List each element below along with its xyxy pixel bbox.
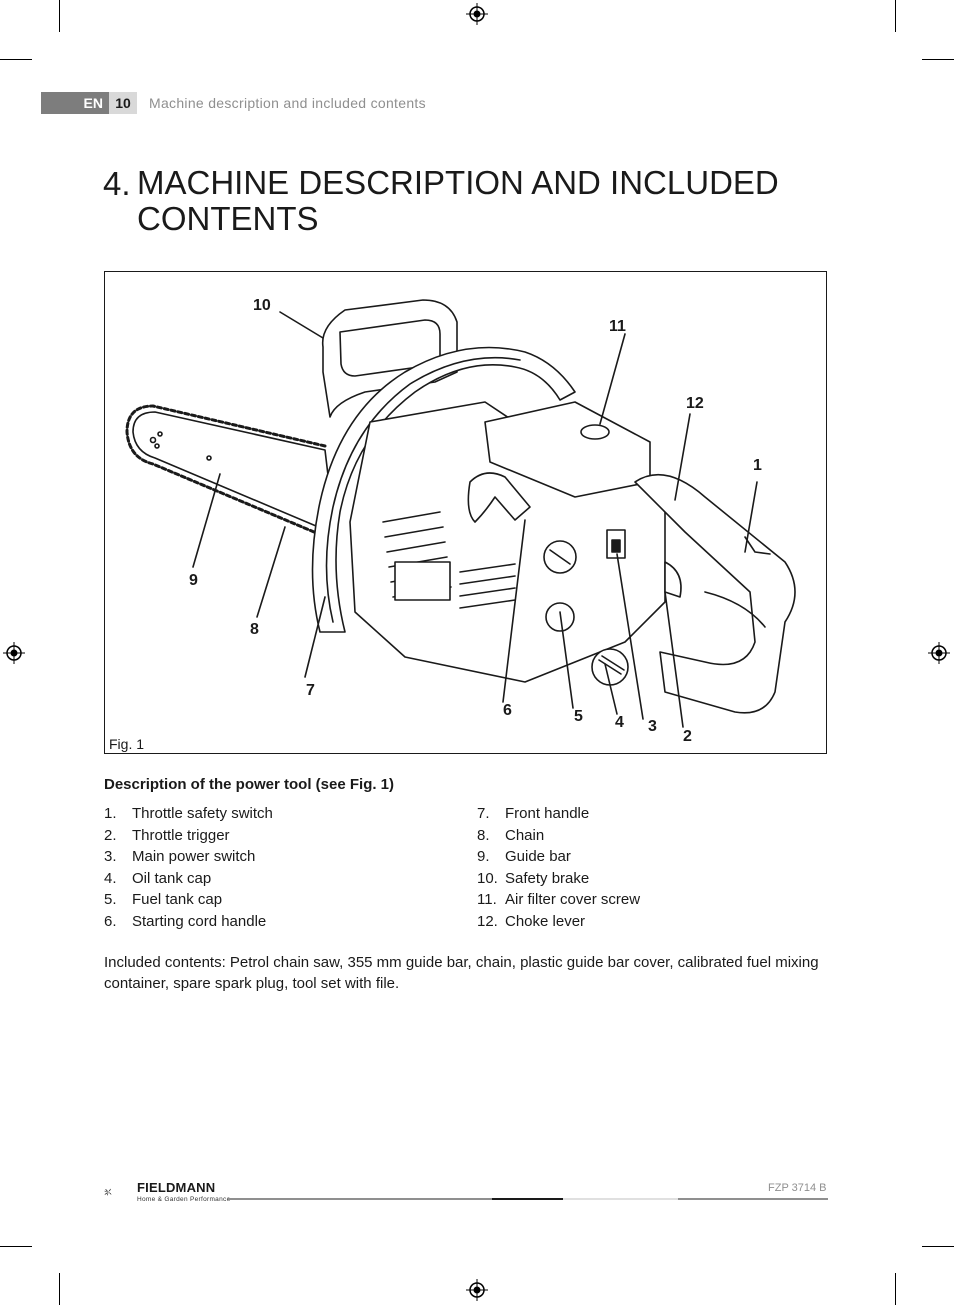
footer-rule [228, 1198, 492, 1200]
registration-mark-icon [466, 3, 488, 25]
description-heading: Description of the power tool (see Fig. … [104, 776, 395, 793]
list-item: 9.Guide bar [477, 848, 571, 865]
list-item: 12.Choke lever [477, 912, 586, 930]
callout-10: 10 [253, 297, 271, 314]
callout-8: 8 [250, 621, 259, 638]
registration-mark-icon [466, 1279, 488, 1301]
list-item: 3.Main power switch [104, 848, 256, 865]
list-item: 11.Air filter cover screw [477, 891, 641, 908]
list-item: 8.Chain [477, 826, 545, 844]
page-number: 10 [109, 92, 137, 114]
running-header-title: Machine description and included content… [149, 95, 426, 111]
figure-1: 10 11 12 1 9 8 7 6 5 4 3 2 Fig. 1 [104, 271, 827, 754]
figure-caption: Fig. 1 [109, 736, 145, 752]
page-title: MACHINE DESCRIPTION AND INCLUDED CONTENT… [137, 164, 779, 237]
callout-11: 11 [609, 318, 626, 335]
fieldmann-logo-icon [104, 1188, 112, 1196]
language-tab: EN [41, 92, 109, 114]
crop-mark [59, 0, 60, 32]
brand-name: FIELDMANN [137, 1180, 216, 1195]
list-item: 6.Starting cord handle [104, 912, 267, 930]
list-item: 5.Fuel tank cap [104, 891, 223, 908]
crop-mark [0, 1246, 32, 1247]
callout-1: 1 [753, 457, 762, 474]
registration-mark-icon [928, 642, 950, 664]
callout-6: 6 [503, 702, 512, 719]
crop-mark [895, 1273, 896, 1305]
callout-4: 4 [615, 714, 624, 731]
list-item: 7.Front handle [477, 805, 590, 822]
included-contents: Included contents: Petrol chain saw, 355… [104, 954, 819, 992]
callout-9: 9 [189, 572, 198, 589]
callout-3: 3 [648, 718, 657, 735]
list-item: 10.Safety brake [477, 869, 590, 887]
footer-rule [678, 1198, 828, 1200]
crop-mark [922, 59, 954, 60]
model-number: FZP 3714 B [768, 1182, 827, 1194]
callout-5: 5 [574, 708, 583, 725]
parts-list-right: 7.Front handle 8.Chain 9.Guide bar 10.Sa… [477, 803, 640, 932]
footer-rule [563, 1198, 678, 1200]
chainsaw-illustration [125, 299, 796, 728]
list-item: 4.Oil tank cap [104, 869, 212, 887]
registration-mark-icon [3, 642, 25, 664]
parts-list-left: 1.Throttle safety switch 2.Throttle trig… [104, 803, 273, 932]
brand-tagline: Home & Garden Performance [137, 1196, 231, 1203]
crop-mark [0, 59, 32, 60]
callout-12: 12 [686, 395, 704, 412]
crop-mark [922, 1246, 954, 1247]
crop-mark [895, 0, 896, 32]
section-number: 4. [103, 165, 131, 202]
crop-mark [59, 1273, 60, 1305]
callout-2: 2 [683, 728, 692, 745]
list-item: 2.Throttle trigger [104, 826, 230, 844]
list-item: 1.Throttle safety switch [104, 805, 273, 822]
callout-7: 7 [306, 682, 315, 699]
footer-rule [492, 1198, 563, 1200]
